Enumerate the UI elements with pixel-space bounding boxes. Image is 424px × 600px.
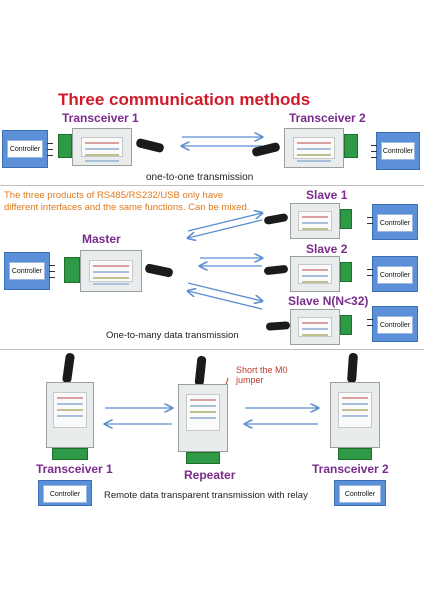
section-divider-2 [0,349,424,350]
s3-caption: Remote data transparent transmission wit… [104,490,308,501]
s3-repeater-terminal-block [186,452,220,464]
s3-transceiver1-label: Transceiver 1 [36,462,113,476]
controller-screen: Controller [339,485,381,503]
section-divider-1 [0,185,424,186]
s2-slave2-label: Slave 2 [306,242,348,256]
s1-caption: one-to-one transmission [146,172,254,183]
s1-transceiver2-device [284,128,344,168]
s2-slave1-controller: Controller [367,204,418,240]
device-label-sticker [293,137,335,163]
s3-left-terminal-block [52,448,88,460]
wire [49,277,55,278]
device-label-sticker [297,264,333,284]
s3-transceiver2-device [330,382,380,448]
s2-slaven-antenna [265,321,291,331]
s1-transceiver1-label: Transceiver 1 [62,111,139,125]
controller-screen: Controller [381,142,415,160]
device-label-sticker [297,211,333,231]
s3-controller-right: Controller [334,480,386,506]
arrow-s2-slaven-up [188,291,263,310]
wire [367,223,373,224]
s1-controller-left: Controller [2,130,53,168]
device-label-sticker [89,259,133,285]
wire [371,157,377,158]
s3-transceiver2-label: Transceiver 2 [312,462,389,476]
device-label-sticker [297,317,333,337]
controller-screen: Controller [377,316,413,334]
device-label-sticker [185,394,221,432]
s3-controller-left: Controller [38,480,92,506]
wire [367,269,373,270]
wire [367,217,373,218]
controller-screen: Controller [9,262,45,280]
s2-slave1-label: Slave 1 [306,188,348,202]
s2-slave2-terminal-block [340,262,352,282]
s1-left-terminal-block [58,134,72,158]
s2-master-device [80,250,142,292]
controller-screen: Controller [7,140,43,158]
s2-master-terminal-block [64,257,80,283]
s2-note: The three products of RS485/RS232/USB on… [4,190,250,213]
s2-slaven-device [290,309,340,345]
s2-master-label: Master [82,232,121,246]
device-label-sticker [81,136,123,162]
s2-slave1-device [290,203,340,239]
s2-slave2-controller: Controller [367,256,418,292]
wire [367,325,373,326]
s1-controller-right: Controller [371,132,420,170]
s1-right-terminal-block [344,134,358,158]
device-label-sticker [53,391,87,428]
diagram-title: Three communication methods [58,90,311,109]
s3-jumper-note: Short the M0 jumper [236,365,288,385]
wire [47,149,53,150]
s2-caption: One-to-many data transmission [106,330,239,341]
arrow-s2-slaven-down [187,282,262,301]
wire [49,265,55,266]
s1-transceiver2-label: Transceiver 2 [289,111,366,125]
s2-slaven-label: Slave N(N<32) [288,294,369,308]
s2-slaven-terminal-block [340,315,352,335]
s2-master-controller: Controller [4,252,55,290]
wire [47,155,53,156]
s2-slave1-terminal-block [340,209,352,229]
s1-transceiver1-device [72,128,132,166]
s3-repeater-label: Repeater [184,468,236,482]
controller-screen: Controller [377,266,413,284]
wire [47,143,53,144]
wire [371,151,377,152]
wire [367,319,373,320]
arrow-s2-slave1-down [188,219,263,238]
s3-repeater-device [178,384,228,452]
device-label-sticker [337,391,373,428]
controller-screen: Controller [377,214,413,232]
s2-slaven-controller: Controller [367,306,418,342]
wire [49,271,55,272]
s2-slave2-device [290,256,340,292]
arrow-s2-slave1-up [187,213,262,232]
s3-right-terminal-block [338,448,372,460]
controller-screen: Controller [43,485,87,503]
wire [367,275,373,276]
s3-transceiver1-device [46,382,94,448]
wire [371,145,377,146]
